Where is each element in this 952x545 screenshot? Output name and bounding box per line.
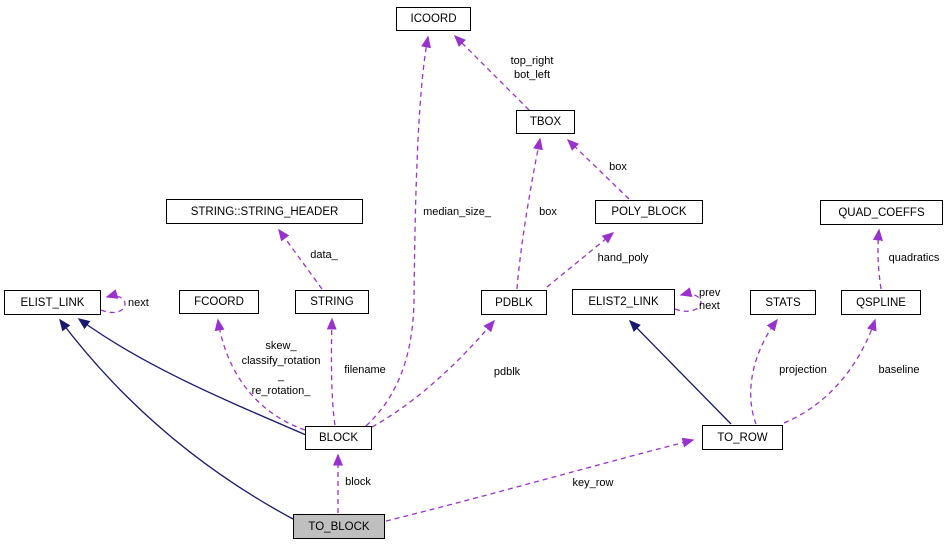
node-quad-coeffs[interactable]: QUAD_COEFFS: [820, 200, 943, 225]
node-elist-link[interactable]: ELIST_LINK: [4, 290, 101, 315]
node-to-block[interactable]: TO_BLOCK: [293, 514, 385, 539]
edge-label-median-size: median_size_: [423, 206, 491, 218]
node-tbox[interactable]: TBOX: [516, 110, 575, 134]
edge-label-prev-next: prev next: [699, 287, 721, 312]
edge-block-string-filename: [326, 317, 337, 426]
edge-pdblk-tbox-box: [516, 137, 543, 290]
edge-block-elistlink: [77, 318, 307, 436]
edge-label-hand-poly: hand_poly: [597, 252, 649, 264]
edge-torow-elist2link: [628, 319, 732, 425]
node-poly-block[interactable]: POLY_BLOCK: [595, 200, 703, 224]
edge-label-top-right-bot-left: top_right bot_left: [510, 55, 554, 81]
edge-toblock-torow-keyrow: [385, 437, 695, 522]
node-string-string-header[interactable]: STRING::STRING_HEADER: [166, 199, 363, 224]
edge-block-fcoord-rotations: [214, 318, 306, 431]
edge-qspline-quadcoeffs-quadratics: [872, 228, 883, 290]
node-stats[interactable]: STATS: [750, 290, 816, 315]
node-elist2-link[interactable]: ELIST2_LINK: [572, 289, 675, 315]
edge-label-next: next: [128, 297, 149, 309]
node-string[interactable]: STRING: [295, 290, 369, 314]
node-fcoord[interactable]: FCOORD: [179, 290, 259, 314]
edge-label-data: data_: [310, 249, 338, 261]
edge-label-key-row: key_row: [572, 477, 614, 489]
edge-string-stringheader-data: [278, 228, 323, 290]
node-pdblk[interactable]: PDBLK: [481, 290, 547, 315]
edge-label-pdblk: pdblk: [493, 366, 521, 378]
edge-label-box-polyblock: box: [609, 161, 627, 173]
edge-label-block: block: [345, 476, 371, 488]
edge-label-projection: projection: [779, 364, 827, 376]
edge-label-quadratics: quadratics: [888, 252, 940, 264]
edge-label-box-pdblk: box: [539, 206, 557, 218]
node-qspline[interactable]: QSPLINE: [841, 290, 921, 315]
edge-elistlink-self-next: [100, 289, 126, 314]
edge-torow-stats-projection: [750, 318, 778, 425]
node-icoord[interactable]: ICOORD: [396, 7, 471, 31]
edge-torow-qspline-baseline: [783, 318, 877, 424]
edge-block-pdblk: [371, 319, 495, 428]
node-to-row[interactable]: TO_ROW: [702, 425, 783, 450]
edge-block-icoord-median-size: [365, 35, 431, 427]
edge-label-rotations: skew_ classify_rotation _ re_rotation_: [241, 340, 321, 397]
edge-label-filename: filename: [344, 364, 386, 376]
node-block[interactable]: BLOCK: [305, 426, 372, 450]
edge-elist2link-self-prevnext: [674, 287, 702, 312]
edge-toblock-elistlink: [59, 318, 294, 520]
edge-label-baseline: baseline: [878, 364, 920, 376]
